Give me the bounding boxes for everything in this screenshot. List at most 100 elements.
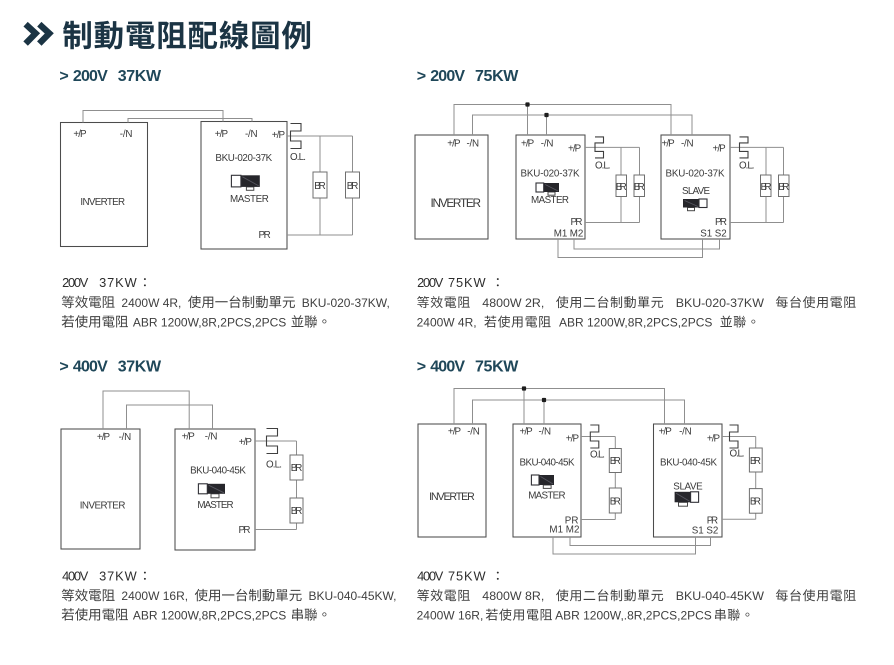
svg-text:-/N: -/N — [467, 427, 480, 438]
svg-text:-/N: -/N — [681, 139, 694, 150]
svg-text:+/P: +/P — [566, 434, 580, 445]
svg-text:MASTER: MASTER — [230, 194, 269, 205]
svg-text:2400W 16R,: 2400W 16R, — [121, 589, 188, 603]
svg-text:PR: PR — [715, 217, 727, 228]
svg-text:2400W 4R,: 2400W 4R, — [121, 296, 181, 310]
svg-text:SLAVE: SLAVE — [682, 186, 710, 197]
svg-text:-/N: -/N — [467, 139, 480, 150]
svg-text:75KW: 75KW — [475, 68, 519, 85]
svg-text:BR: BR — [750, 456, 761, 467]
svg-text:>: > — [417, 358, 426, 375]
svg-text:BKU-020-37KW,: BKU-020-37KW, — [302, 296, 390, 310]
svg-text:BKU-020-37KW: BKU-020-37KW — [676, 296, 764, 310]
svg-text:75KW: 75KW — [448, 275, 487, 290]
svg-text:M1 M2: M1 M2 — [549, 525, 579, 536]
svg-text:+/P: +/P — [659, 427, 673, 438]
svg-text:BR: BR — [610, 497, 621, 508]
svg-text:BR: BR — [347, 181, 359, 192]
svg-text:+/P: +/P — [447, 139, 461, 150]
svg-text:BKU-040-45K: BKU-040-45K — [520, 458, 575, 469]
svg-text:37KW: 37KW — [99, 275, 138, 290]
svg-text:+/P: +/P — [713, 144, 727, 155]
svg-text:BKU-040-45K: BKU-040-45K — [190, 466, 246, 477]
svg-text:+/P: +/P — [707, 434, 721, 445]
svg-text:+/P: +/P — [568, 144, 582, 155]
svg-text:O.L.: O.L. — [590, 450, 605, 461]
svg-text:MASTER: MASTER — [528, 491, 565, 502]
svg-text:+/P: +/P — [239, 437, 253, 448]
svg-text:+/P: +/P — [520, 427, 534, 438]
svg-text:PR: PR — [707, 516, 718, 527]
svg-text:400V: 400V — [430, 358, 465, 375]
svg-text:+/P: +/P — [272, 130, 286, 141]
svg-text:400V: 400V — [417, 569, 444, 584]
svg-text:S1 S2: S1 S2 — [700, 229, 727, 240]
svg-text:O.L.: O.L. — [739, 161, 755, 172]
svg-text:75KW: 75KW — [448, 569, 487, 584]
svg-text:BKU-040-45KW: BKU-040-45KW — [676, 589, 764, 603]
svg-text:+/P: +/P — [97, 432, 111, 443]
svg-text:+/P: +/P — [215, 129, 229, 140]
svg-text:200V: 200V — [417, 275, 444, 290]
svg-text:O.L.: O.L. — [290, 152, 306, 163]
svg-text:BKU-020-37K: BKU-020-37K — [521, 169, 580, 180]
svg-text:-/N: -/N — [120, 129, 133, 140]
svg-text:37KW: 37KW — [118, 68, 162, 85]
svg-text:BR: BR — [750, 497, 761, 508]
svg-text:MASTER: MASTER — [531, 195, 569, 206]
svg-text:200V: 200V — [73, 68, 108, 85]
svg-text:O.L.: O.L. — [595, 161, 611, 172]
svg-text:BR: BR — [291, 506, 303, 517]
svg-text:200V: 200V — [62, 275, 89, 290]
svg-text:BR: BR — [291, 463, 303, 474]
svg-text:ABR 1200W,8R,2PCS,2PCS: ABR 1200W,8R,2PCS,2PCS — [133, 609, 286, 623]
svg-text:>: > — [59, 68, 68, 85]
svg-text:ABR 1200W,8R,2PCS,2PCS: ABR 1200W,8R,2PCS,2PCS — [133, 316, 286, 330]
svg-text:M1 M2: M1 M2 — [554, 229, 584, 240]
svg-text:-/N: -/N — [119, 432, 132, 443]
svg-text:MASTER: MASTER — [197, 500, 233, 511]
svg-text:PR: PR — [571, 217, 583, 228]
svg-text:BKU-020-37K: BKU-020-37K — [666, 169, 725, 180]
svg-text:+/P: +/P — [73, 129, 87, 140]
svg-text:BKU-040-45KW,: BKU-040-45KW, — [309, 589, 397, 603]
svg-text:+/P: +/P — [182, 432, 196, 443]
svg-text:+/P: +/P — [521, 139, 535, 150]
svg-text:-/N: -/N — [245, 129, 258, 140]
svg-text:4800W 2R,: 4800W 2R, — [482, 296, 544, 310]
svg-text:2400W 16R,: 2400W 16R, — [417, 609, 484, 623]
svg-text:S1 S2: S1 S2 — [692, 526, 719, 537]
svg-text:2400W 4R,: 2400W 4R, — [417, 316, 477, 330]
svg-text:-/N: -/N — [679, 427, 692, 438]
svg-text:ABR 1200W,.8R,2PCS,2PCS: ABR 1200W,.8R,2PCS,2PCS — [555, 609, 712, 623]
svg-text:4800W 8R,: 4800W 8R, — [482, 589, 544, 603]
svg-text:>: > — [417, 68, 426, 85]
svg-text:O.L.: O.L. — [730, 449, 745, 460]
svg-text:BKU-040-45K: BKU-040-45K — [660, 458, 717, 469]
svg-text:BR: BR — [616, 182, 627, 193]
svg-text:PR: PR — [259, 230, 271, 241]
svg-text:BR: BR — [634, 182, 645, 193]
svg-text:ABR 1200W,8R,2PCS,2PCS: ABR 1200W,8R,2PCS,2PCS — [559, 316, 712, 330]
svg-text:400V: 400V — [73, 358, 108, 375]
svg-text:-/N: -/N — [539, 427, 552, 438]
svg-text:BR: BR — [761, 182, 772, 193]
svg-text:INVERTER: INVERTER — [431, 196, 482, 210]
svg-text:BR: BR — [778, 182, 789, 193]
svg-text:INVERTER: INVERTER — [80, 501, 126, 512]
svg-text:-/N: -/N — [541, 139, 554, 150]
svg-text:37KW: 37KW — [99, 569, 138, 584]
svg-text:75KW: 75KW — [475, 358, 519, 375]
svg-text:PR: PR — [565, 516, 579, 527]
svg-text:37KW: 37KW — [118, 358, 162, 375]
svg-text:+/P: +/P — [448, 427, 462, 438]
svg-text:INVERTER: INVERTER — [80, 197, 125, 208]
svg-text:200V: 200V — [430, 68, 465, 85]
svg-text:INVERTER: INVERTER — [429, 491, 475, 503]
svg-text:-/N: -/N — [205, 432, 218, 443]
svg-text:PR: PR — [239, 525, 251, 536]
svg-text:SLAVE: SLAVE — [673, 482, 703, 493]
svg-text:BKU-020-37K: BKU-020-37K — [215, 153, 272, 164]
svg-text:+/P: +/P — [662, 139, 676, 150]
svg-text:BR: BR — [610, 456, 621, 467]
